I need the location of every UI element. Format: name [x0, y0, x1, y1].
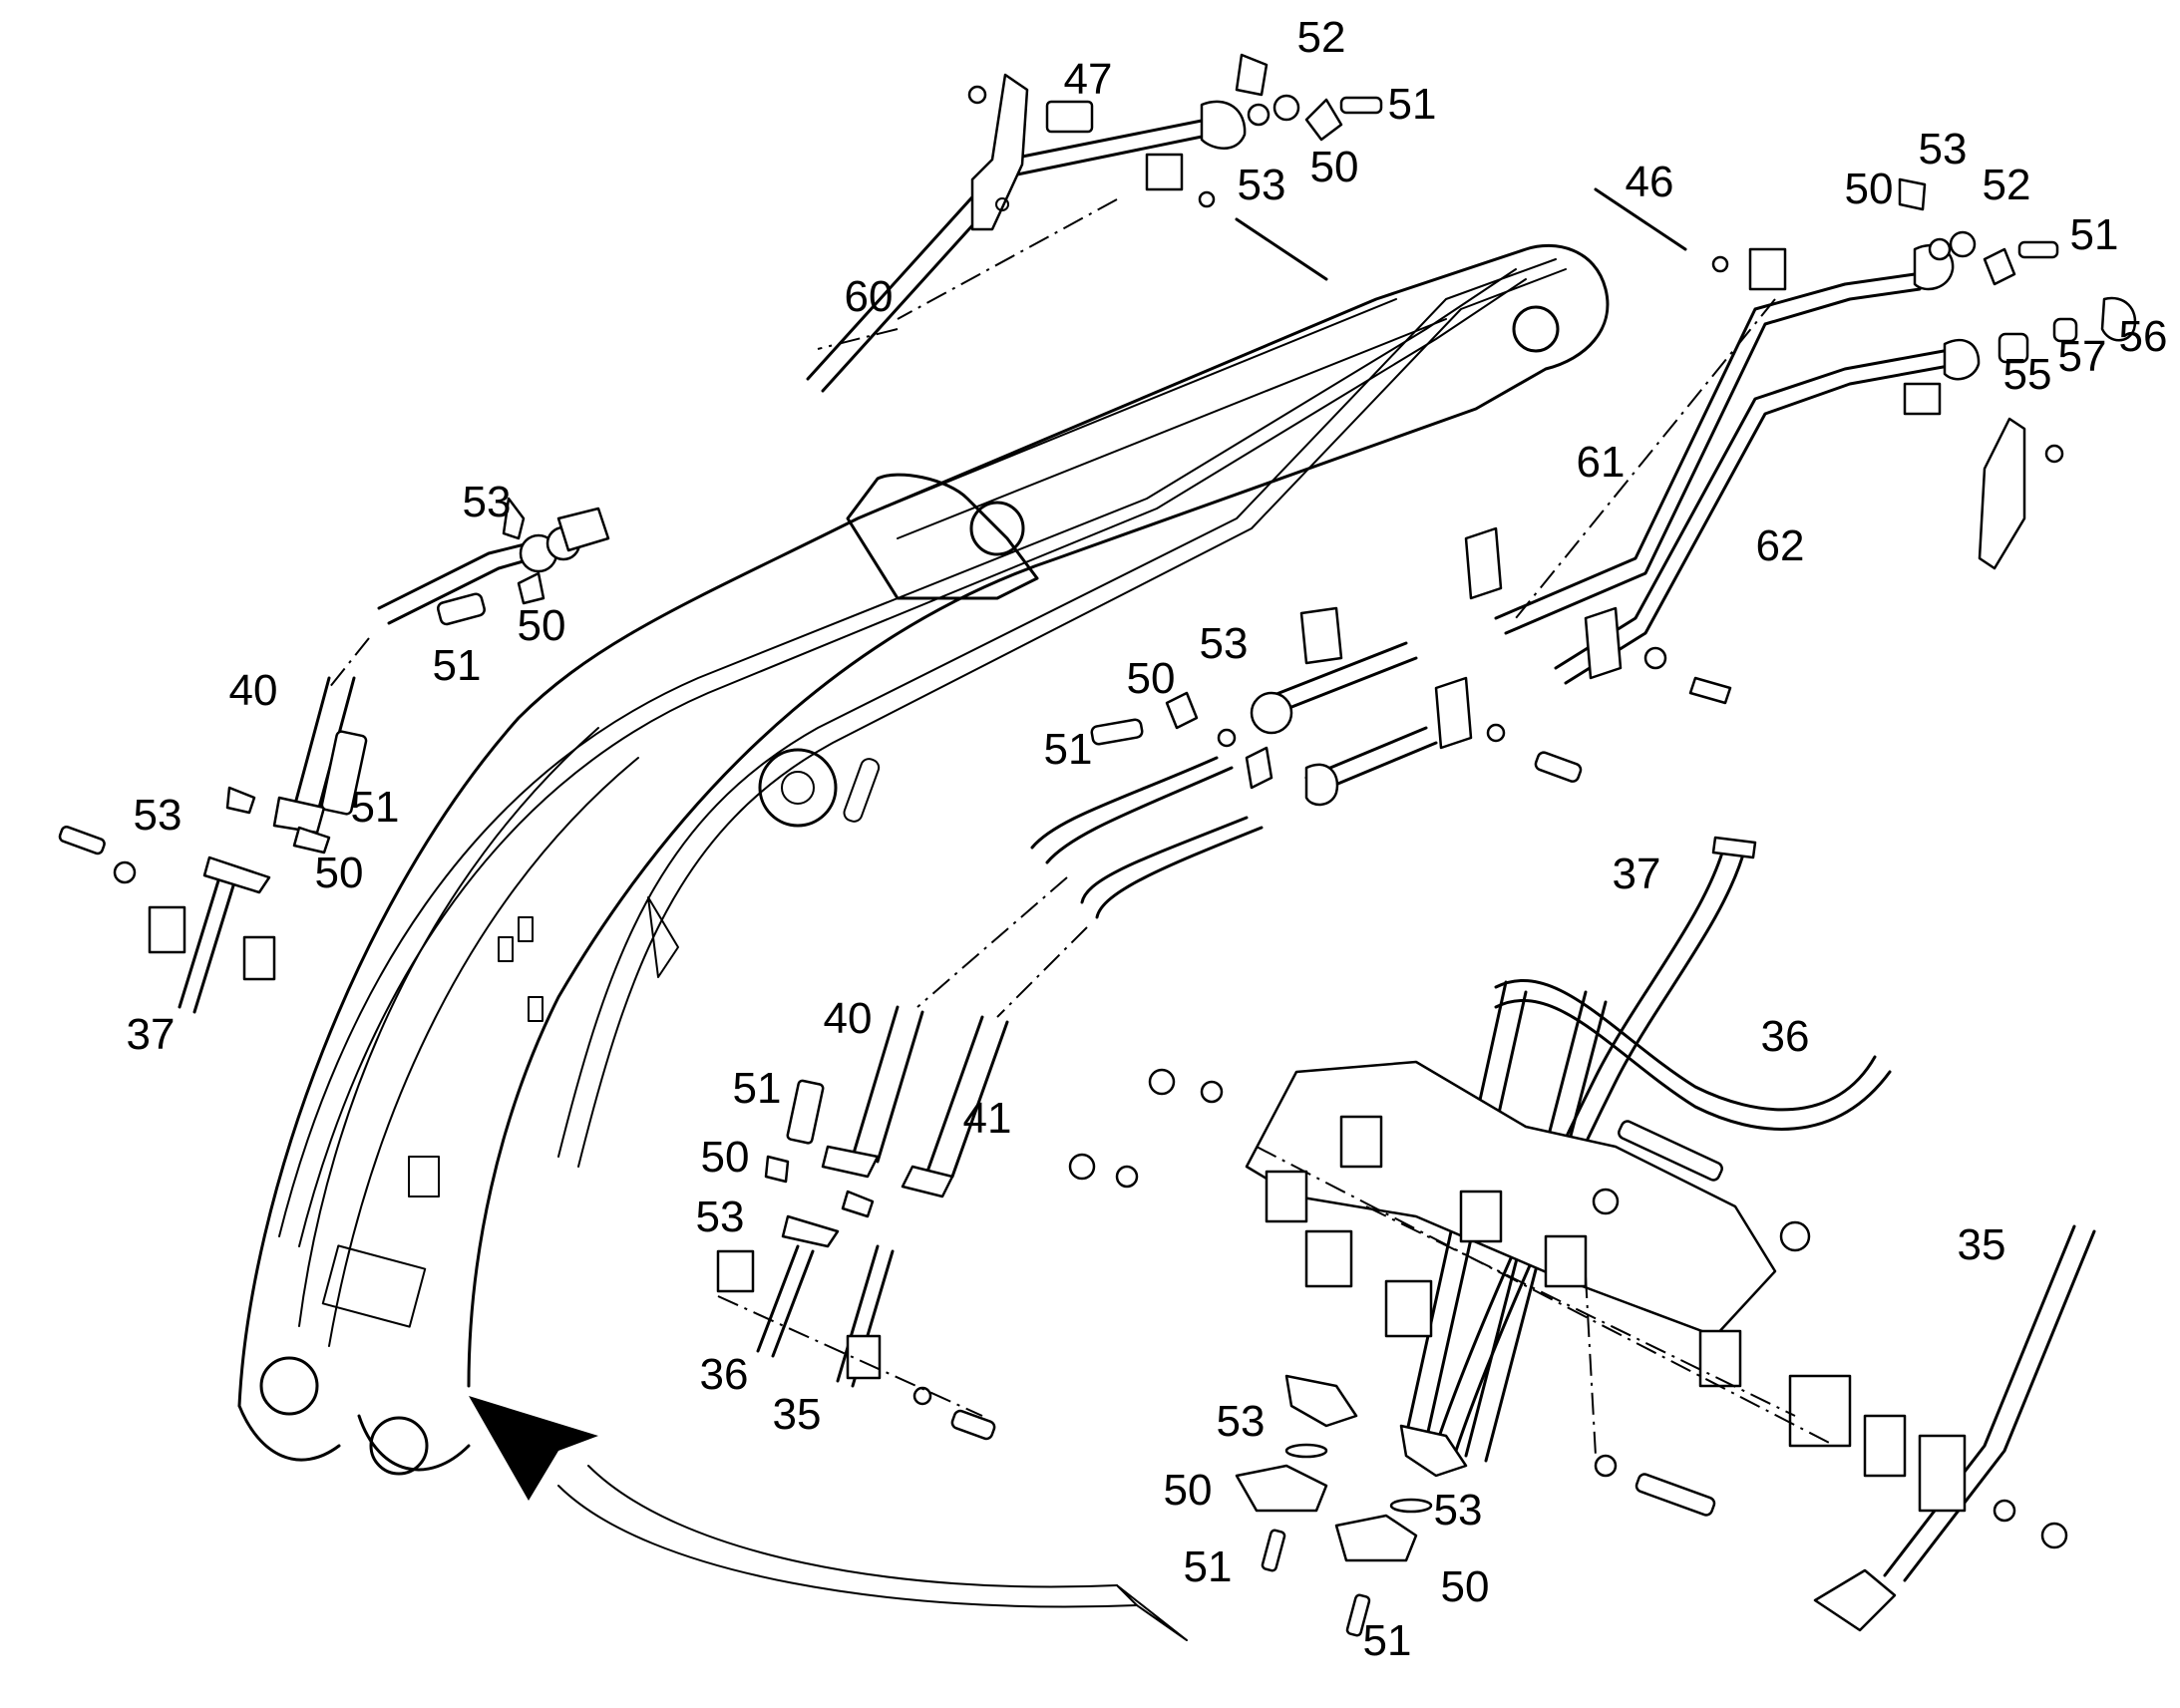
part-label: 60: [844, 272, 894, 321]
part-label: 50: [1440, 1562, 1490, 1611]
part-label: 50: [1163, 1466, 1213, 1515]
part-label: 53: [695, 1193, 745, 1241]
part-label: 51: [732, 1064, 782, 1113]
part-label: 55: [2002, 350, 2052, 399]
part-label: 35: [1957, 1220, 2006, 1269]
part-label: 40: [228, 666, 278, 715]
part-label: 36: [699, 1350, 749, 1399]
bracket-assembly: [1068, 836, 2096, 1637]
part-label: 53: [462, 478, 512, 526]
part-label: 50: [1126, 654, 1176, 703]
part-label: 37: [126, 1010, 176, 1059]
part-label: 51: [1387, 80, 1437, 129]
part-label: 50: [517, 601, 566, 650]
part-label: 40: [823, 994, 873, 1043]
part-label: 50: [1844, 165, 1894, 213]
left-fittings: [58, 497, 610, 1014]
part-label: 51: [432, 641, 482, 690]
boom-arm: [237, 243, 1610, 1476]
part-label: 53: [133, 791, 182, 840]
part-label: 51: [1043, 725, 1093, 774]
part-label: 41: [962, 1094, 1012, 1143]
part-label: 53: [1918, 125, 1968, 173]
part-label: 53: [1433, 1486, 1483, 1535]
pipe-60: [806, 53, 1383, 393]
part-label: 53: [1216, 1397, 1266, 1446]
part-label: 53: [1199, 619, 1249, 668]
part-label: 57: [2057, 332, 2107, 381]
middle-fittings: [916, 606, 1583, 1018]
pipes-61-62: [1464, 177, 2137, 705]
part-label: 50: [1309, 143, 1359, 191]
part-label: 56: [2118, 312, 2168, 361]
bottom-mid-fittings: [716, 1005, 1009, 1441]
part-label: 37: [1612, 850, 1661, 898]
part-label: 52: [1296, 13, 1346, 62]
part-label: 51: [1183, 1542, 1233, 1591]
part-label: 35: [772, 1390, 822, 1439]
part-label: 53: [1237, 161, 1286, 209]
part-label: 46: [1625, 158, 1674, 206]
part-label: 61: [1576, 438, 1626, 487]
part-label: 36: [1760, 1012, 1810, 1061]
direction-arrow: [469, 1396, 1188, 1641]
part-label: 50: [314, 849, 364, 897]
part-label: 51: [2069, 210, 2119, 259]
part-label: 47: [1063, 55, 1113, 104]
part-label: 52: [1982, 161, 2031, 209]
part-label: 62: [1755, 521, 1805, 570]
part-label: 50: [700, 1133, 750, 1182]
part-label: 51: [350, 783, 400, 832]
part-label: 51: [1362, 1616, 1412, 1665]
